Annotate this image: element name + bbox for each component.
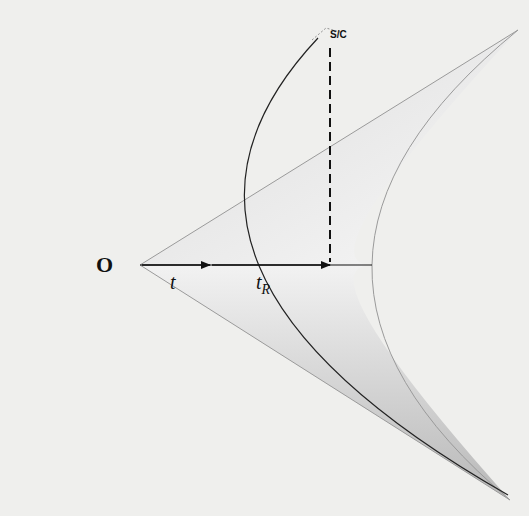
arrow-t [142,264,210,265]
arrow-tr [212,264,330,265]
hyperbola-curve [244,38,508,495]
spacecraft-label: S/C [330,30,347,40]
time-label: t [170,272,176,292]
axis-line [140,264,372,265]
cone-outline [140,30,518,500]
dashed-projection [329,48,331,262]
time-label: tR [256,272,270,297]
origin-label: O [96,254,113,276]
